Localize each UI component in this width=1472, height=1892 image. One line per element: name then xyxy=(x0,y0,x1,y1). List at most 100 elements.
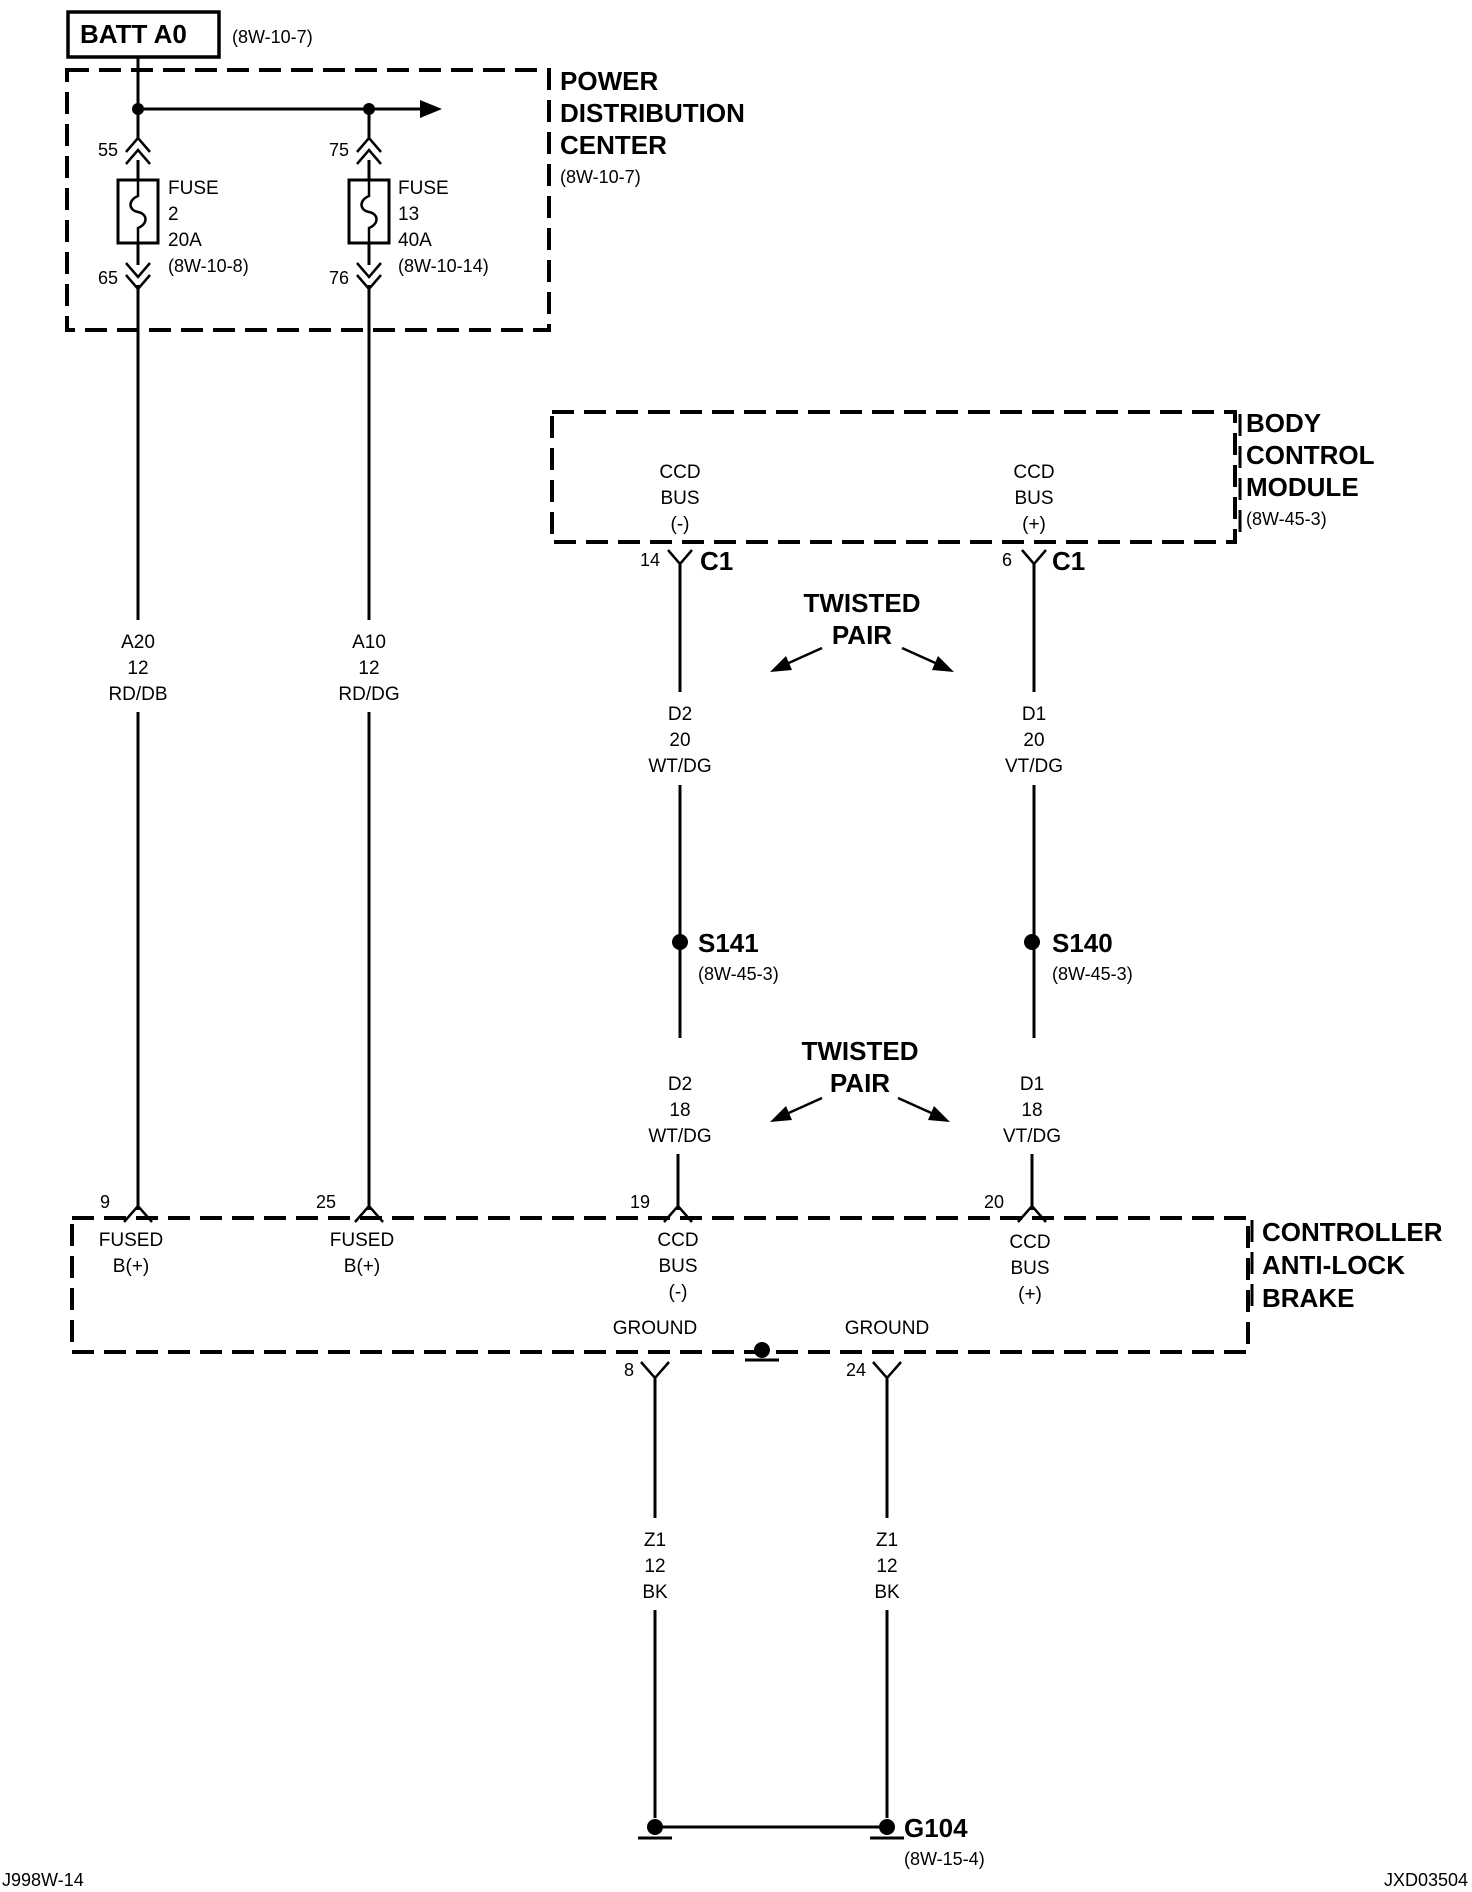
bcm-c1-left: C1 xyxy=(700,546,733,576)
fuse13-rating: 40A xyxy=(398,230,432,251)
fuse2-in-connector xyxy=(125,136,151,165)
svg-text:WT/DG: WT/DG xyxy=(648,756,711,777)
twisted-pair-upper-right-arrow xyxy=(932,656,954,672)
cab-pin25-label: FUSED B(+) xyxy=(330,1230,394,1277)
splice-s140-id: S140 xyxy=(1052,928,1113,958)
svg-text:TWISTED: TWISTED xyxy=(804,588,921,618)
svg-text:BK: BK xyxy=(874,1582,900,1603)
pdc-boundary xyxy=(65,68,551,332)
ground-g104-ref: (8W-15-4) xyxy=(904,1849,985,1869)
twisted-pair-lower-right-arrow xyxy=(928,1106,950,1122)
svg-text:FUSED: FUSED xyxy=(330,1230,394,1251)
svg-text:PAIR: PAIR xyxy=(830,1068,890,1098)
svg-text:RD/DG: RD/DG xyxy=(338,684,399,705)
cab-pin20: 20 xyxy=(984,1192,1004,1212)
bus-junction-1 xyxy=(132,103,144,115)
bcm-boundary xyxy=(550,410,1237,544)
cab-pin25: 25 xyxy=(316,1192,336,1212)
svg-text:B(+): B(+) xyxy=(113,1256,149,1277)
svg-text:Z1: Z1 xyxy=(876,1530,898,1551)
wire-z1-right-label: Z1 12 BK xyxy=(874,1530,900,1603)
fuse13-element-icon xyxy=(360,180,378,243)
fuse2-pin-out: 65 xyxy=(98,268,118,288)
svg-text:BUS: BUS xyxy=(1010,1258,1049,1279)
fuse2-label: FUSE xyxy=(168,178,219,199)
cab-pin19-label: CCD BUS (-) xyxy=(657,1230,698,1303)
fuse2-number: 2 xyxy=(168,204,179,225)
bcm-c1-right: C1 xyxy=(1052,546,1085,576)
fuse2-pin-in: 55 xyxy=(98,140,118,160)
svg-text:18: 18 xyxy=(669,1100,690,1121)
svg-text:VT/DG: VT/DG xyxy=(1005,756,1063,777)
svg-text:BUS: BUS xyxy=(1014,488,1053,509)
wire-z1-left-label: Z1 12 BK xyxy=(642,1530,668,1603)
svg-text:12: 12 xyxy=(358,658,379,679)
ground-g104-left-icon xyxy=(638,1819,672,1840)
svg-text:D2: D2 xyxy=(668,1074,692,1095)
cab-pin20-label: CCD BUS (+) xyxy=(1009,1232,1050,1305)
pdc-title-3: CENTER xyxy=(560,130,667,160)
cab-pin9-label: FUSED B(+) xyxy=(99,1230,163,1277)
svg-text:CCD: CCD xyxy=(1009,1232,1050,1253)
pdc-ref: (8W-10-7) xyxy=(560,167,641,187)
wire-d1-lower-label: D1 18 VT/DG xyxy=(1003,1074,1061,1147)
bcm-title-2: CONTROL xyxy=(1246,440,1375,470)
fuse13-pin-in: 75 xyxy=(329,140,349,160)
cab-ground-2-label: GROUND xyxy=(845,1318,929,1339)
chassis-ground-icon xyxy=(745,1342,779,1362)
svg-text:12: 12 xyxy=(644,1556,665,1577)
bcm-title-3: MODULE xyxy=(1246,472,1359,502)
wire-d1-upper-label: D1 20 VT/DG xyxy=(1005,704,1063,777)
svg-text:WT/DG: WT/DG xyxy=(648,1126,711,1147)
fuse2-rating: 20A xyxy=(168,230,202,251)
cab-pin19: 19 xyxy=(630,1192,650,1212)
svg-text:B(+): B(+) xyxy=(344,1256,380,1277)
twisted-pair-lower-left-arrow xyxy=(770,1106,792,1122)
svg-text:Z1: Z1 xyxy=(644,1530,666,1551)
svg-text:(-): (-) xyxy=(671,514,690,535)
bcm-pin6: 6 xyxy=(1002,550,1012,570)
batt-label: BATT A0 xyxy=(80,19,187,49)
svg-text:12: 12 xyxy=(127,658,148,679)
cab-pin20-connector xyxy=(1017,1204,1047,1223)
footer-right-code: JXD03504 xyxy=(1384,1870,1468,1890)
svg-text:D1: D1 xyxy=(1020,1074,1044,1095)
svg-text:20: 20 xyxy=(669,730,690,751)
svg-text:A20: A20 xyxy=(121,632,155,653)
svg-text:20: 20 xyxy=(1023,730,1044,751)
twisted-pair-lower-label: TWISTED PAIR xyxy=(802,1036,919,1098)
bcm-ccd-minus-label: CCD BUS (-) xyxy=(659,462,700,535)
bcm-title-1: BODY xyxy=(1246,408,1321,438)
svg-text:CCD: CCD xyxy=(659,462,700,483)
svg-text:CCD: CCD xyxy=(657,1230,698,1251)
svg-text:FUSED: FUSED xyxy=(99,1230,163,1251)
svg-text:(+): (+) xyxy=(1018,1284,1042,1305)
ground-g104-right-icon xyxy=(870,1819,904,1840)
fuse13-label: FUSE xyxy=(398,178,449,199)
cab-ground-1-label: GROUND xyxy=(613,1318,697,1339)
svg-text:(-): (-) xyxy=(669,1282,688,1303)
pdc-title-2: DISTRIBUTION xyxy=(560,98,745,128)
cab-pin8-connector xyxy=(640,1361,670,1380)
svg-text:CCD: CCD xyxy=(1013,462,1054,483)
batt-box xyxy=(66,10,221,59)
svg-text:BUS: BUS xyxy=(658,1256,697,1277)
wire-a20-label: A20 12 RD/DB xyxy=(108,632,167,705)
cab-pin25-connector xyxy=(354,1204,384,1223)
svg-text:RD/DB: RD/DB xyxy=(108,684,167,705)
svg-text:12: 12 xyxy=(876,1556,897,1577)
wire-a10-label: A10 12 RD/DG xyxy=(338,632,399,705)
bcm-pin14: 14 xyxy=(640,550,660,570)
svg-text:PAIR: PAIR xyxy=(832,620,892,650)
fuse2-element-icon xyxy=(129,180,147,243)
svg-text:D1: D1 xyxy=(1022,704,1046,725)
twisted-pair-upper-label: TWISTED PAIR xyxy=(804,588,921,650)
fuse2-ref: (8W-10-8) xyxy=(168,256,249,276)
svg-text:TWISTED: TWISTED xyxy=(802,1036,919,1066)
cab-pin9: 9 xyxy=(100,1192,110,1212)
cab-pin24-connector xyxy=(872,1361,902,1380)
twisted-pair-upper-left-arrow xyxy=(770,656,792,672)
svg-text:D2: D2 xyxy=(668,704,692,725)
cab-pin24: 24 xyxy=(846,1360,866,1380)
